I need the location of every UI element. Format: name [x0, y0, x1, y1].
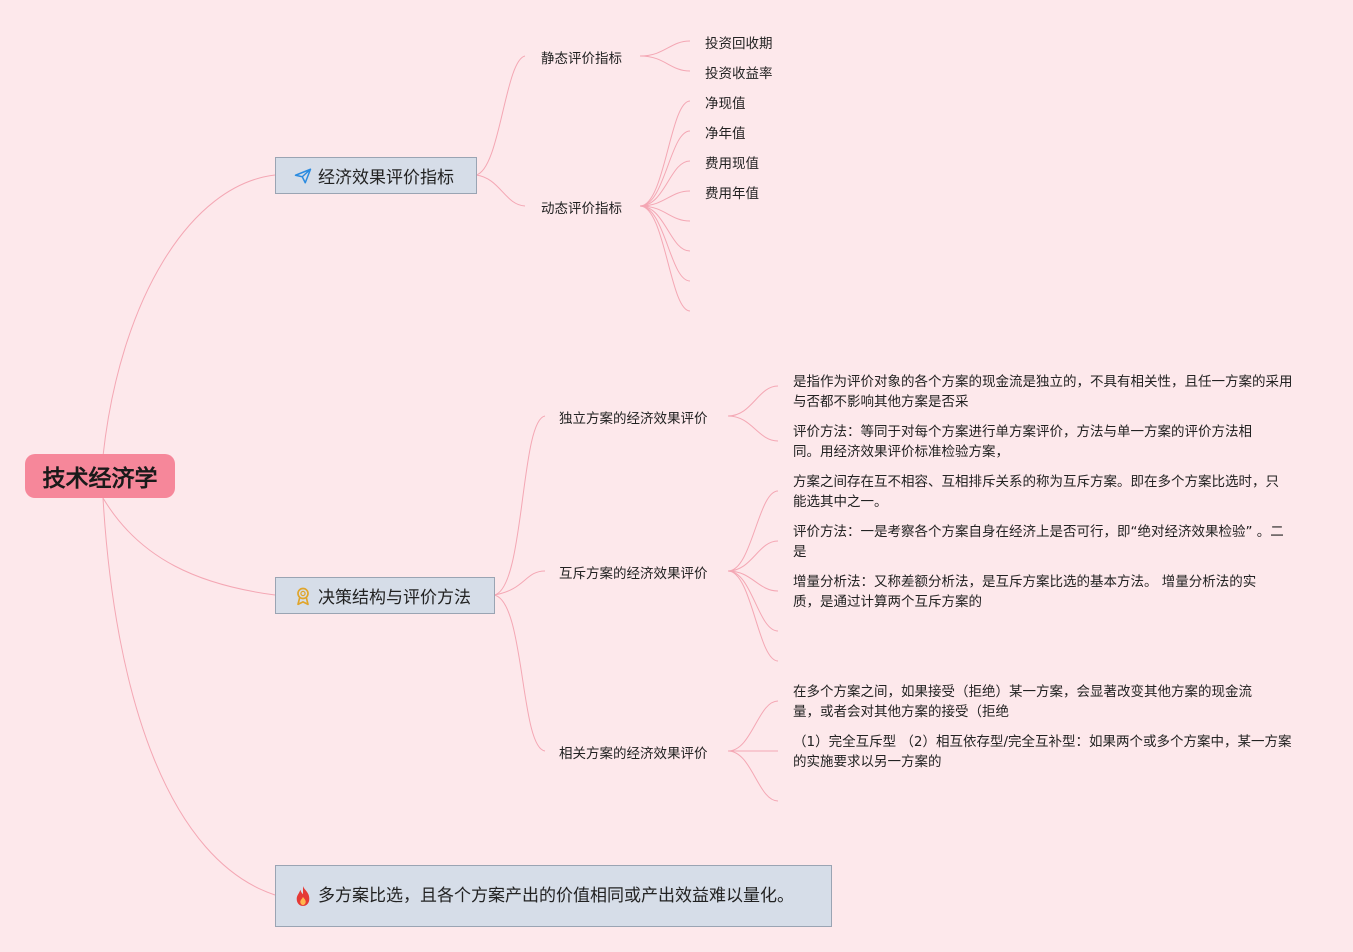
subtopic-related[interactable]: 相关方案的经济效果评价 — [559, 742, 708, 762]
leaf-payback-period[interactable]: 投资回收期 — [705, 36, 773, 52]
link-root-branch2 — [102, 497, 276, 596]
leaf-independent-method[interactable]: 评价方法：等同于对每个方案进行单方案评价，方法与单一方案的评价方法相同。用经济效… — [793, 424, 1252, 460]
topic-economic-indicators[interactable]: 经济效果评价指标 — [275, 157, 477, 194]
topic-multi-scheme[interactable]: 多方案比选，且各个方案产出的价值相同或产出效益难以量化。 — [275, 865, 832, 927]
leaf-npv[interactable]: 净现值 — [705, 96, 746, 112]
link-dyn-2 — [639, 130, 691, 207]
root-topic-label: 技术经济学 — [42, 466, 158, 492]
link-dyn-6 — [639, 205, 691, 252]
link-exc-4 — [727, 570, 779, 632]
link-dyn-8 — [639, 205, 691, 312]
subtopic-label: 互斥方案的经济效果评价 — [559, 566, 708, 582]
link-rel-3 — [727, 750, 779, 802]
leaf-net-annual-value[interactable]: 净年值 — [705, 126, 746, 142]
leaf-return-on-investment[interactable]: 投资收益率 — [705, 66, 773, 82]
subtopic-independent[interactable]: 独立方案的经济效果评价 — [559, 407, 708, 427]
link-dyn-4 — [639, 190, 691, 207]
subtopic-dynamic-indicators[interactable]: 动态评价指标 — [541, 197, 622, 217]
link-static-l1 — [639, 40, 691, 57]
link-b2-exclusive — [493, 570, 546, 596]
leaf-incremental-analysis[interactable]: 增量分析法：又称差额分析法，是互斥方案比选的基本方法。 增量分析法的实质，是通过… — [793, 574, 1257, 610]
leaf-related-definition[interactable]: 在多个方案之间，如果接受（拒绝）某一方案，会显著改变其他方案的现金流量，或者会对… — [793, 684, 1252, 720]
subtopic-exclusive[interactable]: 互斥方案的经济效果评价 — [559, 562, 708, 582]
link-root-branch3 — [102, 497, 276, 896]
topic-decision-structure[interactable]: 决策结构与评价方法 — [275, 577, 495, 614]
leaf-independent-definition[interactable]: 是指作为评价对象的各个方案的现金流是独立的，不具有相关性，且任一方案的采用与否都… — [793, 374, 1293, 410]
topic-label: 多方案比选，且各个方案产出的价值相同或产出效益难以量化。 — [318, 885, 794, 906]
link-ind-2 — [727, 415, 779, 442]
link-b2-related — [493, 594, 546, 752]
link-exc-3 — [727, 570, 779, 592]
link-exc-5 — [727, 570, 779, 662]
subtopic-label: 静态评价指标 — [541, 51, 622, 67]
link-static-l2 — [639, 55, 691, 72]
subtopic-label: 独立方案的经济效果评价 — [559, 411, 708, 427]
leaf-exclusive-definition[interactable]: 方案之间存在互不相容、互相排斥关系的称为互斥方案。即在多个方案比选时，只能选其中… — [793, 474, 1279, 510]
link-exc-2 — [727, 540, 779, 572]
leaf-present-cost[interactable]: 费用现值 — [705, 156, 759, 172]
paper-plane-icon — [292, 165, 314, 187]
leaf-exclusive-method[interactable]: 评价方法：一是考察各个方案自身在经济上是否可行，即“绝对经济效果检验” 。二是 — [793, 524, 1284, 560]
link-ind-1 — [727, 385, 779, 417]
link-b2-independent — [493, 415, 546, 596]
fire-icon — [292, 885, 314, 907]
link-b1-static — [475, 55, 526, 176]
subtopic-static-indicators[interactable]: 静态评价指标 — [541, 47, 622, 67]
root-topic[interactable]: 技术经济学 — [25, 454, 175, 498]
link-dyn-1 — [639, 100, 691, 207]
subtopic-label: 动态评价指标 — [541, 201, 622, 217]
link-b1-dynamic — [475, 174, 526, 207]
leaf-annual-cost[interactable]: 费用年值 — [705, 186, 759, 202]
award-ribbon-icon — [292, 585, 314, 607]
link-dyn-7 — [639, 205, 691, 282]
link-rel-1 — [727, 700, 779, 752]
topic-label: 决策结构与评价方法 — [318, 588, 471, 608]
link-exc-1 — [727, 490, 779, 572]
link-dyn-3 — [639, 160, 691, 207]
topic-label: 经济效果评价指标 — [318, 168, 454, 188]
link-root-branch1 — [102, 174, 276, 457]
subtopic-label: 相关方案的经济效果评价 — [559, 746, 708, 762]
leaf-related-types[interactable]: （1）完全互斥型 （2）相互依存型/完全互补型：如果两个或多个方案中，某一方案的… — [793, 734, 1292, 770]
